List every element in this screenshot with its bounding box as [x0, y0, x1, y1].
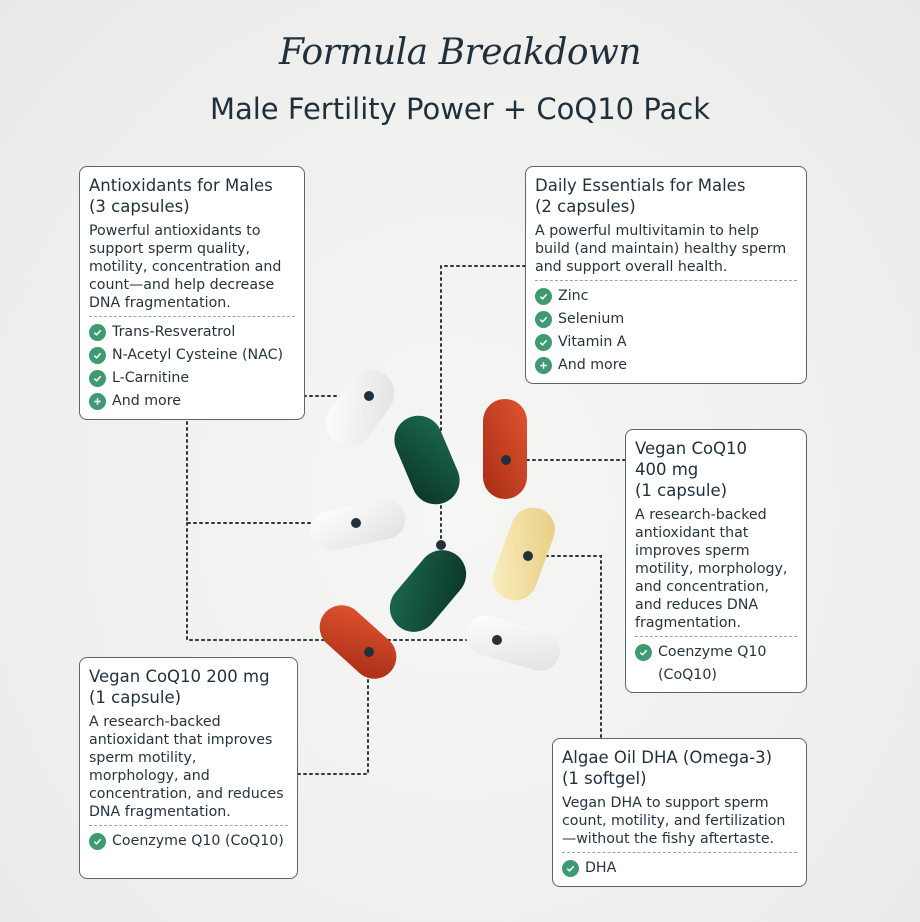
card-title-dose: 400 mg [635, 460, 699, 479]
card-subtitle: (1 capsule) [89, 688, 182, 707]
check-icon [89, 347, 106, 364]
card-description: A powerful multivitamin to help build (a… [535, 223, 787, 275]
card-coq10-200: Vegan CoQ10 200 mg (1 capsule) A researc… [79, 657, 298, 879]
card-title: Daily Essentials for Males [535, 176, 746, 195]
list-item: N-Acetyl Cysteine (NAC) [89, 344, 295, 367]
list-item: Vitamin A [535, 331, 797, 354]
card-subtitle: (1 capsule) [635, 481, 728, 500]
card-algae-dha: Algae Oil DHA (Omega-3) (1 softgel) Vega… [552, 738, 807, 887]
divider [89, 316, 295, 317]
list-item: And more [535, 354, 797, 377]
list-item-continued: (CoQ10) [658, 667, 717, 683]
card-title: Vegan CoQ10 [635, 439, 748, 458]
card-subtitle: (3 capsules) [89, 197, 190, 216]
card-subtitle: (2 capsules) [535, 197, 636, 216]
card-title: Antioxidants for Males [89, 176, 273, 195]
softgel-yellow [493, 507, 555, 601]
list-item: Coenzyme Q10 [635, 641, 797, 664]
capsule-red-1 [483, 399, 527, 499]
list-item: L-Carnitine [89, 367, 295, 390]
list-item: And more [89, 390, 295, 413]
check-icon [635, 644, 652, 661]
check-icon [535, 334, 552, 351]
capsule-white-3 [466, 615, 560, 671]
script-title: Formula Breakdown [278, 32, 642, 73]
capsule-red-2 [319, 605, 397, 679]
divider [89, 825, 288, 826]
card-description: A research-backed antioxidant that impro… [635, 507, 788, 631]
capsule-white-1 [325, 369, 395, 447]
card-description: Vegan DHA to support sperm count, motili… [562, 795, 786, 847]
list-item: Coenzyme Q10 (CoQ10) [89, 830, 288, 853]
capsule-green-2 [389, 550, 467, 632]
plus-icon [89, 393, 106, 410]
card-title: Vegan CoQ10 200 mg [89, 667, 270, 686]
divider [635, 636, 797, 637]
list-item: DHA [562, 857, 797, 880]
card-daily-essentials: Daily Essentials for Males (2 capsules) … [525, 166, 807, 384]
check-icon [562, 860, 579, 877]
check-icon [89, 833, 106, 850]
card-subtitle: (1 softgel) [562, 769, 647, 788]
capsule-green-1 [394, 415, 460, 505]
divider [562, 852, 797, 853]
page-title: Male Fertility Power + CoQ10 Pack [209, 92, 711, 126]
plus-icon [535, 357, 552, 374]
list-item: Trans-Resveratrol [89, 321, 295, 344]
check-icon [89, 324, 106, 341]
card-antioxidants: Antioxidants for Males (3 capsules) Powe… [79, 166, 305, 420]
divider [535, 280, 797, 281]
check-icon [535, 288, 552, 305]
card-description: A research-backed antioxidant that impro… [89, 714, 284, 820]
check-icon [89, 370, 106, 387]
list-item: Selenium [535, 308, 797, 331]
card-title: Algae Oil DHA (Omega-3) [562, 748, 773, 767]
check-icon [535, 311, 552, 328]
card-description: Powerful antioxidants to support sperm q… [89, 223, 282, 311]
card-coq10-400: Vegan CoQ10 400 mg (1 capsule) A researc… [625, 429, 807, 693]
list-item: Zinc [535, 285, 797, 308]
capsule-white-2 [310, 499, 406, 551]
